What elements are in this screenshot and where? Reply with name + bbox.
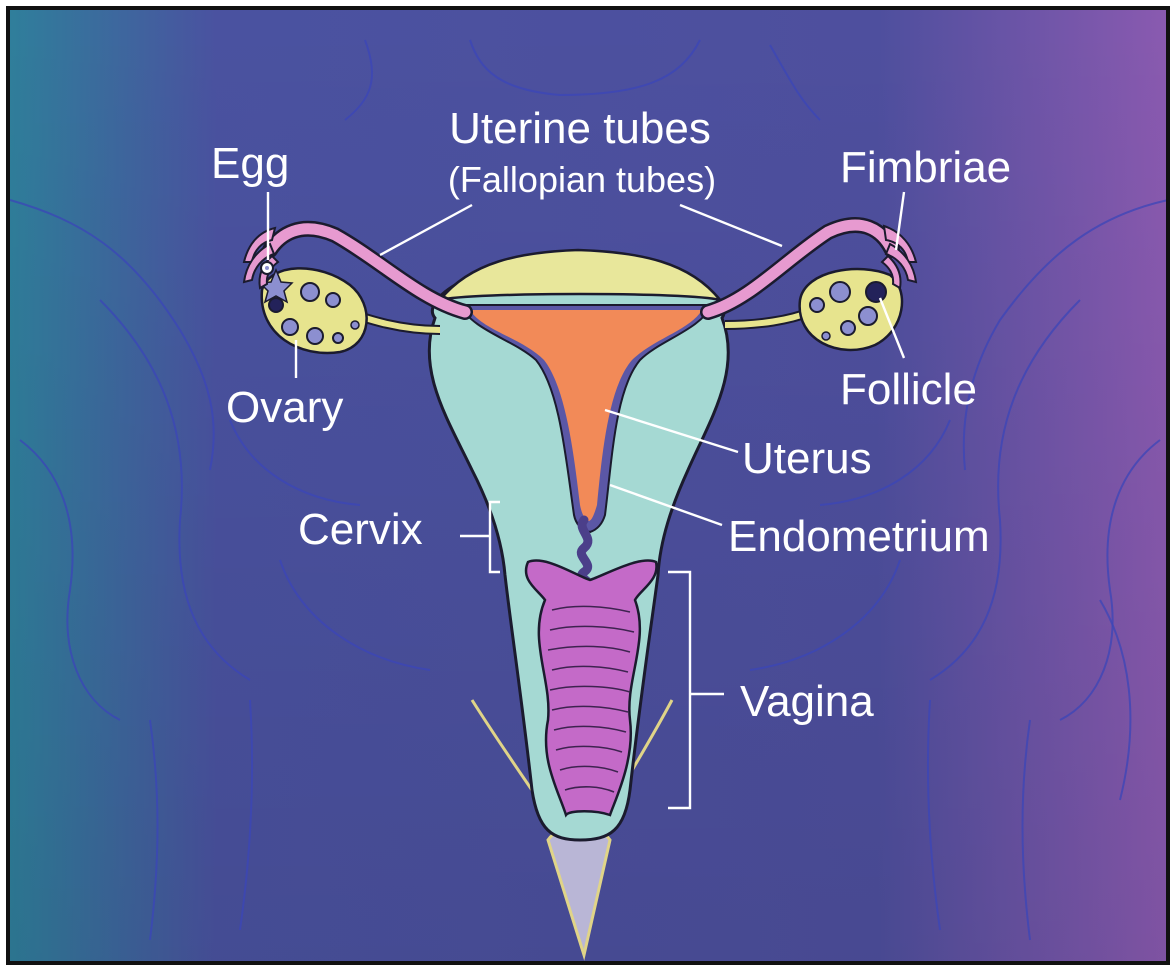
vaginal-canal	[524, 559, 658, 818]
uterine-tubes-leader-right	[679, 203, 783, 248]
egg-label: Egg	[211, 139, 289, 188]
uterine-cavity	[470, 310, 702, 521]
vagina-label: Vagina	[740, 677, 874, 726]
frame-border	[6, 6, 1170, 965]
uterus-label: Uterus	[742, 434, 872, 483]
uterus-leader	[604, 408, 739, 454]
right-ovary	[724, 267, 904, 352]
leader-lines	[266, 191, 906, 810]
uterus-group	[427, 248, 730, 842]
labels: Egg Uterine tubes (Fallopian tubes) Fimb…	[211, 104, 1011, 726]
uterine-tubes	[242, 217, 918, 320]
fimbriae-leader	[894, 191, 906, 251]
follicle-leader	[878, 297, 906, 359]
follicle-label: Follicle	[840, 365, 977, 414]
fundus	[436, 248, 724, 303]
fallopian-tubes-label: (Fallopian tubes)	[448, 159, 716, 200]
endometrium-leader	[609, 483, 723, 527]
fimbriae-label: Fimbriae	[840, 143, 1011, 192]
vagina-bracket	[668, 570, 724, 810]
pelvis-outline	[9, 39, 1169, 941]
vaginal-rugae	[547, 605, 635, 793]
left-ovary	[258, 267, 441, 355]
egg	[260, 261, 274, 275]
cervix-label: Cervix	[298, 505, 423, 554]
cervix-bracket	[460, 500, 500, 574]
uterine-tubes-leader-left	[379, 203, 473, 257]
ovary-label: Ovary	[226, 383, 343, 432]
uterine-tubes-label: Uterine tubes	[449, 104, 711, 153]
endometrium-label: Endometrium	[728, 512, 990, 561]
